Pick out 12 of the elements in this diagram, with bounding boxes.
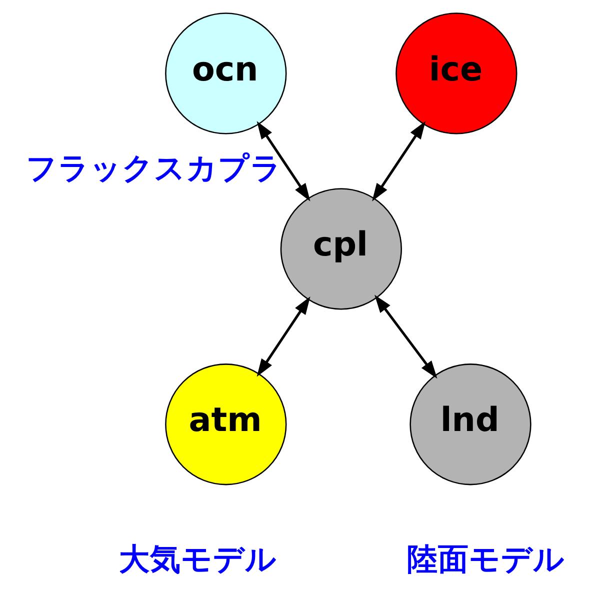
node-circle: ocn — [165, 12, 287, 134]
arrow — [372, 121, 426, 202]
arrow — [256, 296, 310, 377]
node-circle: atm — [165, 364, 287, 486]
node-label: 大気モデル — [118, 541, 277, 578]
node-circle: cpl — [280, 188, 402, 310]
arrow — [374, 294, 438, 379]
node-circle: ice — [396, 12, 518, 134]
node-circle: lnd — [410, 364, 532, 486]
arrow — [256, 121, 310, 202]
node-label: 陸面モデル — [407, 541, 566, 578]
node-label: フラックスカプラ — [26, 150, 282, 187]
